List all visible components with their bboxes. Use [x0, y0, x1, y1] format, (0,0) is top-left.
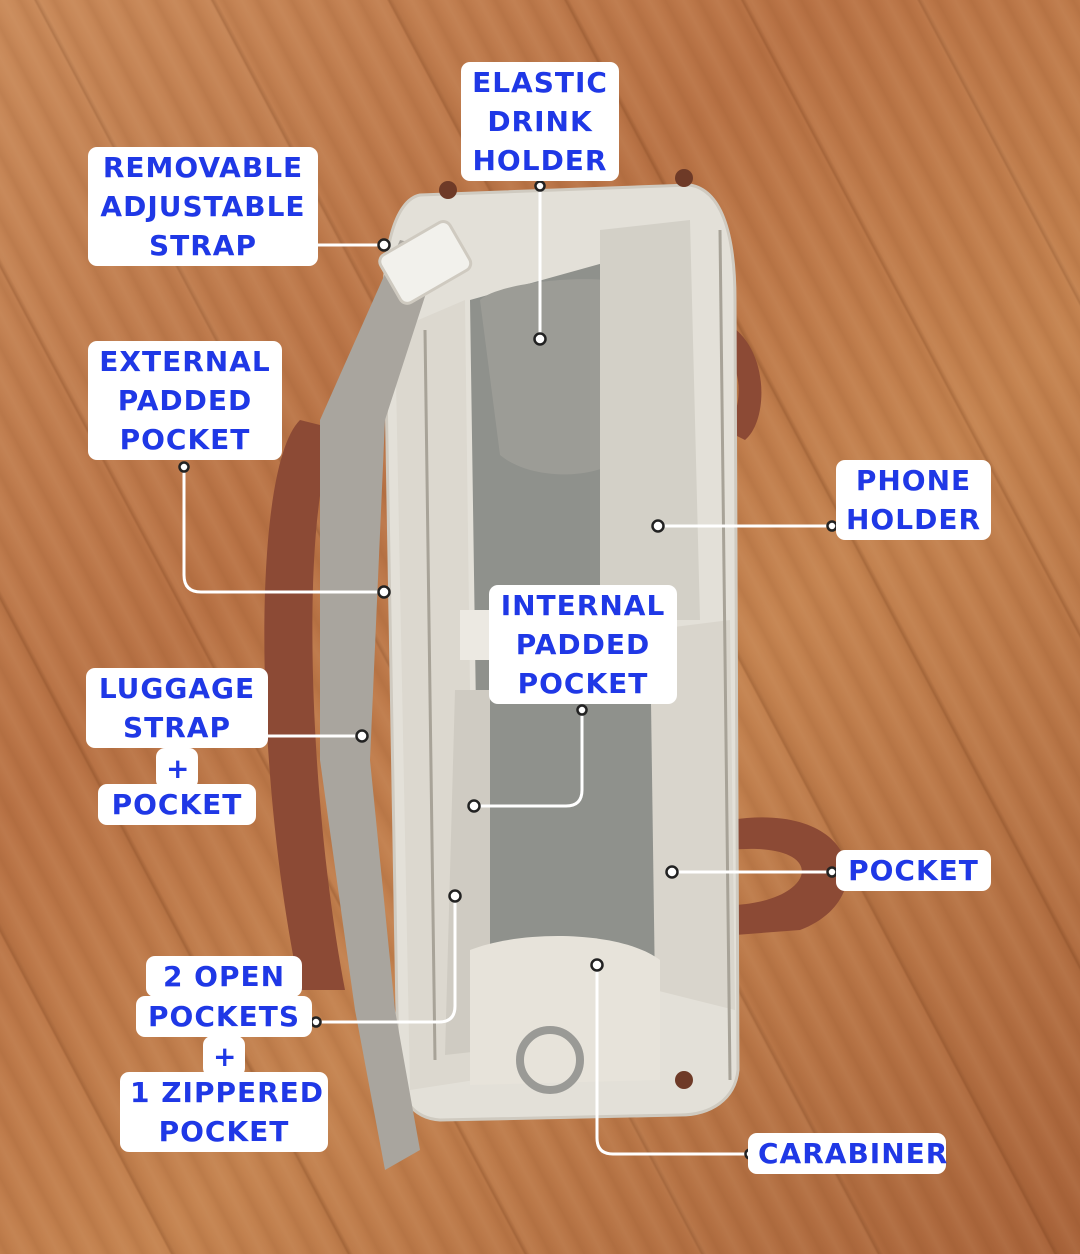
callout-line-internal-pocket — [472, 708, 584, 808]
callout-line-carabiner — [595, 964, 752, 1156]
label-removable-adjustable-strap: REMOVABLE ADJUSTABLE STRAP — [88, 147, 318, 266]
callout-line-open-pockets — [314, 895, 457, 1024]
label-internal-padded-pocket: INTERNAL PADDED POCKET — [489, 585, 677, 704]
callout-dot-luggage — [355, 729, 369, 743]
callout-dot-external-pocket — [377, 585, 391, 599]
label-luggage-pocket: POCKET — [98, 784, 256, 825]
corner-knob-bottom-right — [675, 1071, 693, 1089]
corner-knob-top-left — [439, 181, 457, 199]
label-zippered-pocket: 1 ZIPPERED POCKET — [120, 1072, 328, 1152]
label-open-pockets-plus: + — [203, 1036, 245, 1077]
callout-dot-drink-holder-start — [534, 180, 546, 192]
label-open-pockets-2: POCKETS — [136, 996, 312, 1037]
right-handle-lower — [730, 817, 848, 935]
right-pocket-panel — [650, 620, 735, 1010]
callout-dot-pocket — [665, 865, 679, 879]
label-external-padded-pocket: EXTERNAL PADDED POCKET — [88, 341, 282, 460]
callout-line-external-pocket — [182, 465, 385, 594]
label-luggage-strap-pocket: LUGGAGE STRAP — [86, 668, 268, 748]
bottom-pocket — [470, 936, 660, 1085]
strap-buckle — [378, 220, 473, 305]
right-zipper — [718, 229, 732, 1081]
carabiner-ring — [516, 1026, 584, 1094]
callout-dot-internal-pocket-start — [576, 704, 588, 716]
callout-dot-phone-holder — [651, 519, 665, 533]
callout-dot-open-pockets — [448, 889, 462, 903]
callout-dot-internal-pocket — [467, 799, 481, 813]
callout-dot-carabiner — [590, 958, 604, 972]
callout-dot-strap — [377, 238, 391, 252]
left-zipper — [423, 329, 437, 1061]
phone-holder-panel — [600, 220, 700, 620]
callout-dot-external-pocket-start — [178, 461, 190, 473]
label-luggage-plus: + — [156, 748, 198, 789]
label-pocket: POCKET — [836, 850, 991, 891]
shoulder-strap — [320, 240, 440, 1170]
label-phone-holder: PHONE HOLDER — [836, 460, 991, 540]
label-carabiner: CARABINER — [748, 1133, 947, 1174]
callout-dot-drink-holder — [533, 332, 547, 346]
callout-dot-open-pockets-start — [310, 1016, 322, 1028]
corner-knob-top-right — [675, 169, 693, 187]
label-elastic-drink-holder: ELASTIC DRINK HOLDER — [461, 62, 619, 181]
label-open-pockets: 2 OPEN — [146, 956, 302, 997]
left-handle — [264, 420, 345, 990]
